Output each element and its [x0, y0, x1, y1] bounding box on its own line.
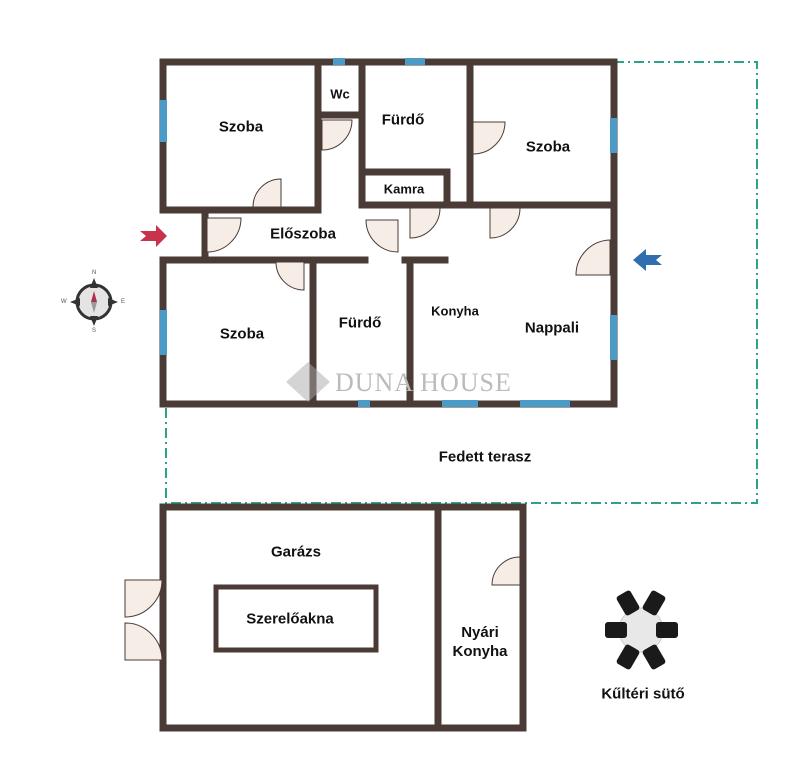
label-kulteri-suto: Kűltéri sütő [601, 685, 685, 703]
terrace-outline [165, 61, 758, 504]
room-nyari-konyha: Nyári Konyha [452, 624, 508, 660]
room-kamra: Kamra [383, 181, 425, 197]
room-furdo-top: Fürdő [381, 111, 425, 129]
room-szoba-bottom-left: Szoba [219, 325, 265, 343]
outdoor-grill-icon [605, 590, 678, 670]
watermark-logo [286, 362, 330, 402]
room-eloszoba: Előszoba [270, 225, 336, 243]
room-furdo-bottom: Fürdő [338, 314, 382, 332]
room-nappali: Nappali [524, 319, 580, 337]
room-szoba-top-right: Szoba [525, 138, 571, 156]
room-szoba-top-left: Szoba [218, 118, 264, 136]
compass-e: E [121, 299, 126, 305]
entry-arrow-icon [140, 225, 167, 247]
room-szereloakna: Szerelőakna [246, 610, 334, 628]
inspection-pit [213, 584, 379, 653]
room-wc: Wc [330, 86, 350, 102]
compass-icon [70, 278, 118, 326]
watermark: DUNA HOUSE [335, 368, 512, 397]
blue-arrow-icon [633, 249, 662, 271]
room-garazs: Garázs [270, 543, 322, 561]
windows [160, 58, 617, 407]
room-konyha: Konyha [431, 303, 479, 319]
compass-n: N [92, 270, 97, 276]
room-fedett-terasz: Fedett terasz [438, 448, 532, 466]
compass-w: W [61, 299, 67, 305]
doors [124, 119, 611, 661]
compass-s: S [92, 328, 97, 334]
